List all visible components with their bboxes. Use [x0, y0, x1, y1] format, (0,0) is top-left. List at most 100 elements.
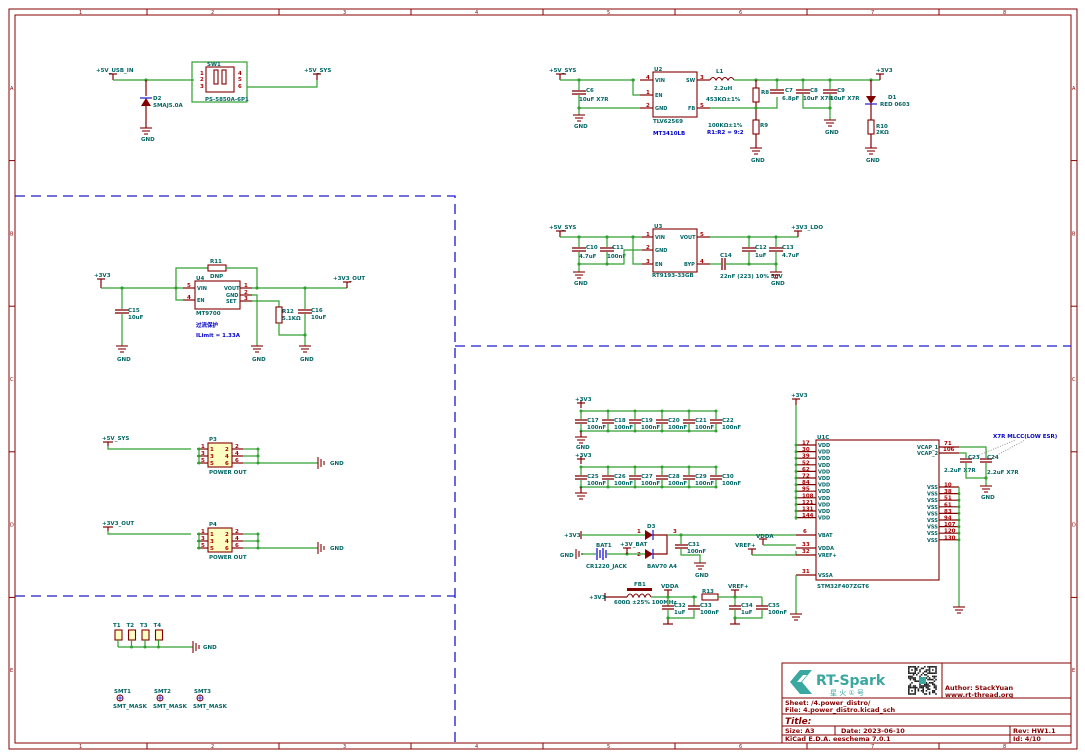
component-value: 100nF — [587, 481, 606, 487]
ratio-note: R1:R2 = 9:2 — [707, 130, 744, 136]
pin-number: 6 — [225, 461, 229, 467]
junction — [606, 485, 610, 489]
component-value: 4.7uF — [782, 253, 800, 259]
gnd-label: GND — [574, 281, 588, 287]
pin-number: 3 — [244, 296, 248, 302]
component-ref: C32 — [674, 603, 686, 609]
junction — [794, 463, 798, 467]
pin-number: 2 — [235, 529, 239, 535]
qr-module — [935, 685, 937, 687]
border-row-label: C — [10, 377, 14, 383]
test-point — [154, 629, 164, 641]
pin-name: VIN — [197, 286, 207, 292]
overcurrent-note: 过流保护 — [196, 321, 219, 329]
qr-module — [925, 677, 928, 679]
qr-module — [917, 680, 920, 682]
component-ref: C31 — [688, 542, 700, 548]
pin-number: 52 — [802, 460, 810, 466]
border-column-label: 2 — [211, 10, 214, 16]
pin-number: 3 — [210, 454, 214, 460]
smt-ref: SMT2 — [154, 689, 171, 695]
pin-name: VIN — [655, 235, 665, 241]
junction — [794, 496, 798, 500]
component-ref: L1 — [716, 69, 724, 75]
qr-module — [914, 693, 916, 695]
junction — [714, 485, 718, 489]
qr-module — [928, 677, 931, 679]
qr-module — [925, 674, 928, 676]
border-row-label: A — [1072, 86, 1076, 92]
component-value: 100nF — [614, 481, 633, 487]
qr-logo — [919, 677, 926, 684]
qr-module — [920, 686, 923, 689]
qr-module — [922, 672, 924, 674]
qr-code — [908, 666, 937, 695]
qr-module — [909, 666, 912, 668]
gnd-label: GND — [866, 158, 880, 164]
qr-module — [930, 666, 932, 668]
qr-module — [922, 667, 924, 670]
battery-block: +3V3 1 D3 2 BAV70 A4 3 C31 100nF GND GND… — [560, 524, 797, 579]
pin-number: 94 — [944, 516, 952, 522]
pin-name: GND — [655, 106, 667, 112]
qr-module — [935, 693, 937, 695]
pin-name: VDD — [818, 489, 830, 495]
pin-number: 2 — [244, 290, 248, 296]
qr-module — [914, 686, 916, 689]
qr-module — [909, 686, 912, 689]
qr-module — [932, 690, 934, 692]
pin-name: VDD — [818, 450, 830, 456]
qr-module — [908, 672, 910, 674]
qr-module — [917, 688, 920, 690]
component-value: 1uF — [755, 253, 767, 259]
qr-module — [928, 685, 931, 687]
qr-module — [916, 667, 918, 670]
connector-body — [207, 442, 233, 468]
qr-module — [922, 688, 924, 690]
qr-module — [911, 672, 913, 674]
qr-module — [912, 674, 915, 676]
test-point-ref: T2 — [127, 623, 135, 629]
component-value: 1uF — [674, 610, 686, 616]
wire — [107, 446, 191, 450]
diode-ref: D3 — [647, 524, 656, 530]
battery-value: CR1220_JACK — [586, 564, 628, 570]
pin-number: 107 — [944, 522, 956, 528]
net-label: VDDA — [661, 584, 679, 590]
component-ref: C9 — [837, 88, 845, 94]
component-value: 100nF — [587, 425, 606, 431]
qr-module — [933, 666, 936, 668]
pin-number: 17 — [802, 441, 810, 447]
decoupling-caps: +3V3C17100nFC18100nFC19100nFC20100nFC211… — [575, 397, 741, 500]
qr-module — [932, 678, 934, 681]
pin-number: 6 — [238, 84, 242, 90]
border-row-label: C — [1072, 377, 1076, 383]
component-ref: R10 — [876, 124, 888, 130]
pin-number: 3 — [210, 539, 214, 545]
qr-module — [932, 683, 934, 686]
usb-switch-block: +5V_USB_IN D2 SMAJ5.0A GND SW1 1 2 3 4 5… — [96, 61, 331, 143]
qr-module — [909, 693, 912, 695]
pin-number: 5 — [187, 283, 191, 289]
net-label: +3V3 — [876, 68, 893, 74]
ic-value: STM32F407ZGT6 — [817, 584, 869, 590]
component-ref: D1 — [888, 95, 897, 101]
border-row-label: A — [10, 86, 14, 92]
sheet-id: Id: 4/10 — [1013, 735, 1041, 743]
qr-module — [928, 691, 931, 694]
qr-module — [925, 690, 928, 692]
pin-name: VOUT — [224, 286, 240, 292]
junction — [794, 503, 798, 506]
pin-name: VDD — [818, 463, 830, 469]
gnd-label: GND — [141, 137, 155, 143]
qr-module — [917, 690, 920, 692]
junction — [794, 489, 798, 493]
qr-module — [928, 666, 931, 668]
pin-number: 108 — [802, 493, 814, 499]
pin-number: 5 — [201, 458, 205, 464]
qr-module — [932, 675, 934, 678]
buck-converter-block: +5V_SYS C6 10uF X7R GND U2 4 VIN 1 EN 2 … — [549, 67, 910, 164]
junction — [794, 450, 798, 453]
